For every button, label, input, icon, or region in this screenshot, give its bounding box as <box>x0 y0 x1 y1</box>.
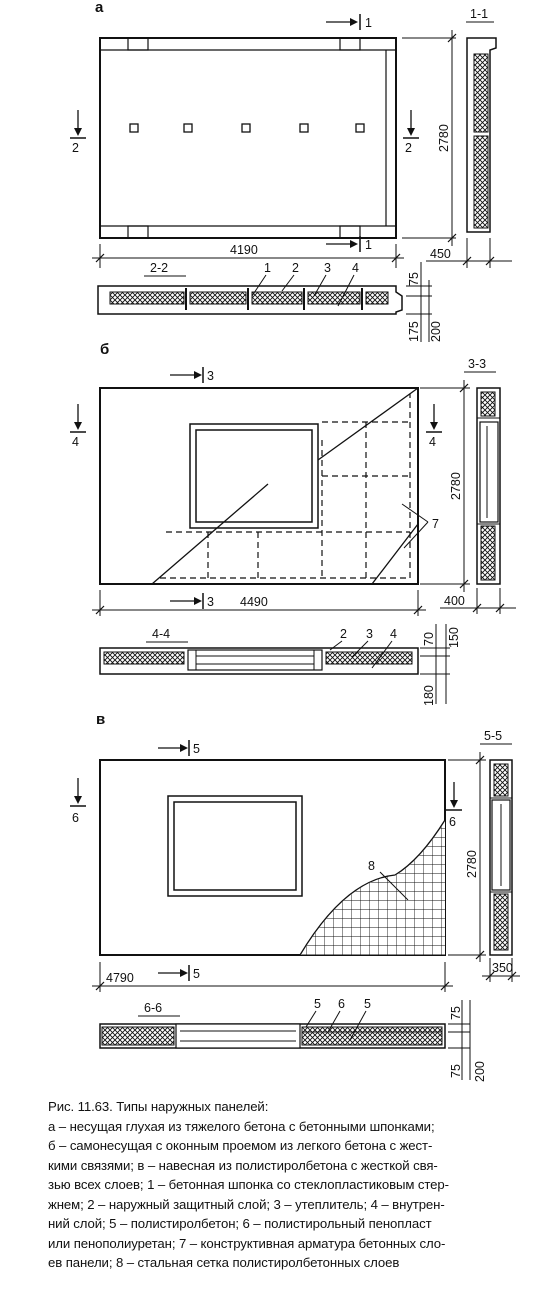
caption-line: б – самонесущая с оконным проемом из лег… <box>48 1138 433 1153</box>
panel-a-thickness-dim: 450 <box>430 247 451 261</box>
caption-line: ев панели; 8 – стальная сетка полистирол… <box>48 1255 400 1270</box>
panel-b-callout-7: 7 <box>432 517 439 531</box>
panel-b-side-dim-150: 150 <box>447 627 461 648</box>
panel-c-side-dim-75-bottom: 75 <box>449 1064 463 1078</box>
panel-b-thickness-dim: 400 <box>444 594 465 608</box>
panel-c-callout-8: 8 <box>368 859 375 873</box>
svg-text:1: 1 <box>264 261 271 275</box>
panel-c-section-mark-bottom: 5 <box>193 967 200 981</box>
panel-c-section-6 <box>99 1023 446 1049</box>
panel-b-section-mark-left: 4 <box>72 435 79 449</box>
panel-a-section-mark-bottom: 1 <box>365 238 372 252</box>
panel-b-section-4-title: 4-4 <box>152 627 170 641</box>
panel-a-side-dim-200: 200 <box>429 321 443 342</box>
panel-c-width-dim: 4790 <box>106 971 134 985</box>
panel-a-keys <box>129 123 365 133</box>
panel-a-side-dim-175: 175 <box>407 321 421 342</box>
panel-c-thickness-dim: 350 <box>492 961 513 975</box>
panel-a-layer-callouts: 1 2 3 4 <box>251 261 359 307</box>
panel-a-section-1-title: 1-1 <box>470 7 488 21</box>
panel-b-section-4 <box>99 647 419 675</box>
panel-c-window <box>167 795 303 897</box>
panel-c: в 5 8 6 6 2780 <box>70 711 520 1082</box>
panel-c-side-dim-75-top: 75 <box>449 1006 463 1020</box>
svg-text:2: 2 <box>340 627 347 641</box>
panel-b-layer-callouts: 2 3 4 <box>329 627 397 669</box>
figure-caption: Рис. 11.63. Типы наружных панелей: а – н… <box>48 1097 543 1273</box>
svg-text:3: 3 <box>324 261 331 275</box>
panel-c-height-dim: 2780 <box>465 850 479 878</box>
panel-b-width-dim: 4490 <box>240 595 268 609</box>
panel-b-section-mark-bottom: 3 <box>207 595 214 609</box>
panel-drawings: а 1 1 2 2 <box>70 0 520 1082</box>
svg-text:4: 4 <box>352 261 359 275</box>
panel-c-section-mark-left: 6 <box>72 811 79 825</box>
caption-line: жнем; 2 – наружный защитный слой; 3 – ут… <box>48 1196 445 1212</box>
panel-a: а 1 1 2 2 <box>70 0 512 342</box>
panel-a-elevation <box>99 37 397 239</box>
panel-c-section-mark-right: 6 <box>449 815 456 829</box>
panel-c-section-5-title: 5-5 <box>484 729 502 743</box>
panel-a-section-mark-right: 2 <box>405 141 412 155</box>
panel-a-section-2-title: 2-2 <box>150 261 168 275</box>
svg-text:4: 4 <box>390 627 397 641</box>
panel-c-letter: в <box>96 711 105 728</box>
panel-b-side-dim-180: 180 <box>422 685 436 706</box>
panel-a-section-mark-top: 1 <box>365 16 372 30</box>
panel-a-side-dim-75: 75 <box>407 272 421 286</box>
panel-b-rebar <box>160 394 411 579</box>
svg-text:6: 6 <box>338 997 345 1011</box>
svg-text:3: 3 <box>366 627 373 641</box>
panel-b-letter: б <box>100 341 109 358</box>
caption-line: ний слой; 5 – полистиролбетон; 6 – полис… <box>48 1216 432 1231</box>
panel-a-section-1 <box>466 37 497 233</box>
caption-line: зью всех слоев; 1 – бетонная шпонка со с… <box>48 1177 449 1192</box>
panel-a-section-mark-left: 2 <box>72 141 79 155</box>
panel-c-section-6-title: 6-6 <box>144 1001 162 1015</box>
panel-b-side-dim-70: 70 <box>422 632 436 646</box>
svg-text:5: 5 <box>364 997 371 1011</box>
panel-a-section-2 <box>97 285 403 315</box>
panel-b-window <box>189 423 319 529</box>
panel-c-mesh <box>299 819 446 956</box>
panel-b-section-3-title: 3-3 <box>468 357 486 371</box>
panel-c-section-5 <box>489 759 513 956</box>
panel-a-letter: а <box>95 0 104 16</box>
caption-line: или пенополиуретан; 7 – конструктивная а… <box>48 1235 446 1251</box>
panel-c-side-dim-200: 200 <box>473 1061 487 1082</box>
panel-b: б 3 7 <box>70 341 516 706</box>
panel-b-section-mark-right: 4 <box>429 435 436 449</box>
caption-title: Рис. 11.63. Типы наружных панелей: <box>48 1099 269 1114</box>
panel-b-section-3 <box>476 387 501 585</box>
caption-line: а – несущая глухая из тяжелого бетона с … <box>48 1118 435 1134</box>
panel-b-height-dim: 2780 <box>449 472 463 500</box>
panel-c-layer-callouts: 5 6 5 <box>305 997 371 1041</box>
caption-line: кими связями; в – навесная из полистирол… <box>48 1157 438 1173</box>
panel-b-section-mark-top: 3 <box>207 369 214 383</box>
panel-c-section-mark-top: 5 <box>193 742 200 756</box>
svg-text:5: 5 <box>314 997 321 1011</box>
panel-a-height-dim: 2780 <box>437 124 451 152</box>
svg-text:2: 2 <box>292 261 299 275</box>
panel-b-elevation <box>99 387 419 585</box>
panel-a-width-dim: 4190 <box>230 243 258 257</box>
